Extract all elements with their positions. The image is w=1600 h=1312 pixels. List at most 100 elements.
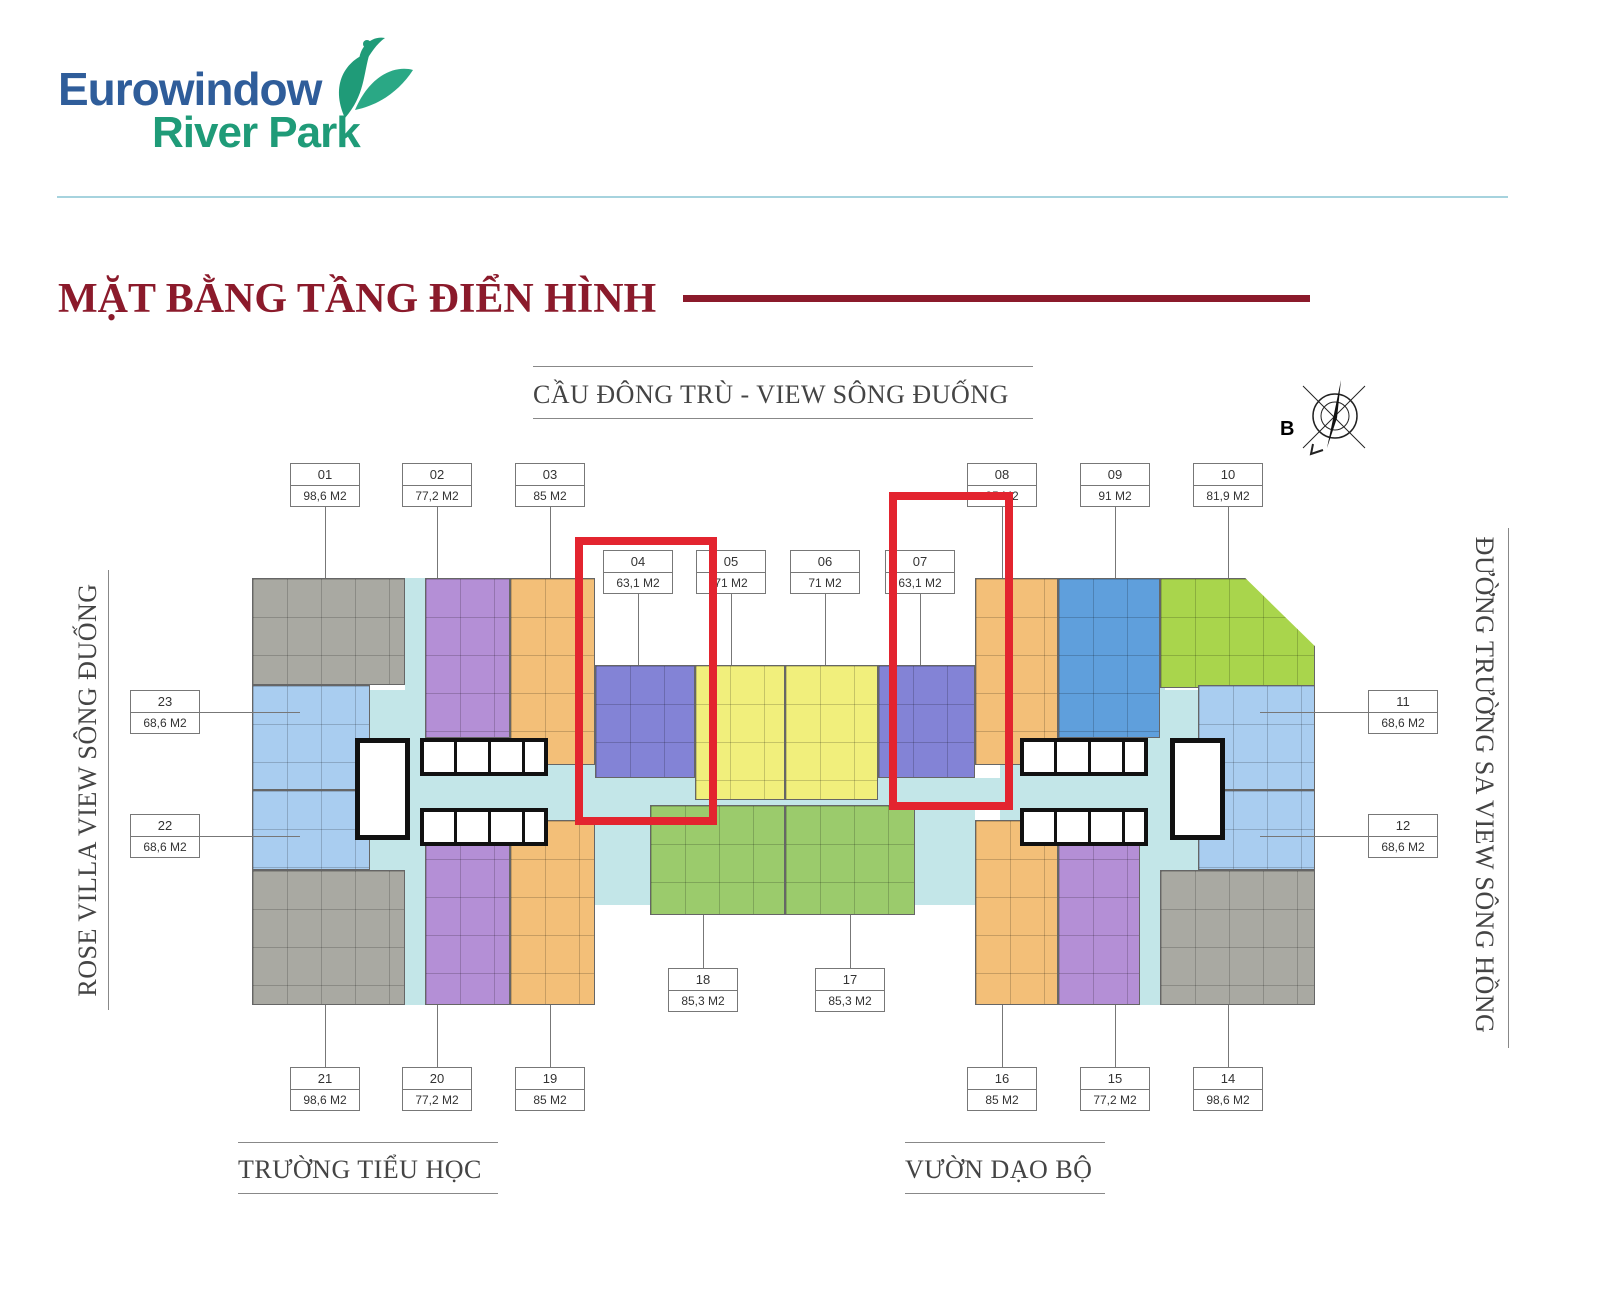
unit-area: 98,6 M2	[1194, 1089, 1262, 1111]
direction-right: ĐƯỜNG TRƯỜNG SA VIEW SÔNG HỒNG	[1470, 536, 1499, 1034]
unit-area: 68,6 M2	[131, 836, 199, 858]
unit-number: 10	[1220, 467, 1236, 482]
unit-label-20[interactable]: 20 77,2 M2	[402, 1067, 472, 1111]
unit-number: 14	[1220, 1071, 1236, 1086]
direction-bottom-left: TRƯỜNG TIỂU HỌC	[238, 1155, 482, 1184]
unit-number: 19	[542, 1071, 558, 1086]
unit-area: 68,6 M2	[131, 712, 199, 734]
unit-area: 71 M2	[791, 572, 859, 594]
stair-core	[1170, 738, 1225, 840]
unit-area: 68,6 M2	[1369, 836, 1437, 858]
unit-number: 16	[994, 1071, 1010, 1086]
leaf-logo-icon	[339, 37, 413, 118]
unit-block-16	[975, 820, 1058, 1005]
unit-label-21[interactable]: 21 98,6 M2	[290, 1067, 360, 1111]
leader-line	[920, 594, 921, 665]
compass-label: B	[1280, 418, 1295, 440]
elevator-bank	[420, 808, 548, 846]
unit-number: 06	[817, 554, 833, 569]
unit-label-01[interactable]: 01 98,6 M2	[290, 463, 360, 507]
unit-label-23[interactable]: 23 68,6 M2	[130, 690, 200, 734]
unit-area: 68,6 M2	[1369, 712, 1437, 734]
unit-label-03[interactable]: 03 85 M2	[515, 463, 585, 507]
unit-block-20	[425, 820, 510, 1005]
unit-block-22	[252, 790, 370, 870]
unit-label-06[interactable]: 06 71 M2	[790, 550, 860, 594]
leader-line	[731, 594, 732, 665]
unit-block-04	[595, 665, 695, 778]
divider	[533, 418, 1033, 419]
logo-river-park: River Park	[152, 108, 361, 157]
unit-label-05[interactable]: 05 71 M2	[696, 550, 766, 594]
divider	[238, 1193, 498, 1194]
elevator-bank	[420, 738, 548, 776]
unit-block-09	[1058, 578, 1160, 738]
unit-label-19[interactable]: 19 85 M2	[515, 1067, 585, 1111]
leader-line	[638, 594, 639, 665]
leader-line	[325, 507, 326, 578]
leader-line	[1002, 1005, 1003, 1067]
unit-area: 85 M2	[516, 1089, 584, 1111]
unit-number: 20	[429, 1071, 445, 1086]
highlight-box-unit-07	[889, 492, 1013, 810]
leader-line	[437, 507, 438, 578]
leader-line	[437, 1005, 438, 1067]
leader-line	[1115, 1005, 1116, 1067]
unit-block-15	[1058, 820, 1140, 1005]
leader-line	[1115, 507, 1116, 578]
unit-area: 98,6 M2	[291, 1089, 359, 1111]
unit-block-14	[1160, 870, 1315, 1005]
divider	[533, 366, 1033, 367]
compass-north-arrow-icon	[1302, 380, 1366, 456]
unit-number: 23	[157, 694, 173, 709]
unit-block-17	[785, 805, 915, 915]
unit-area: 71 M2	[697, 572, 765, 594]
page-title: MẶT BẰNG TẦNG ĐIỂN HÌNH	[58, 276, 657, 322]
leader-line	[850, 915, 851, 968]
unit-area: 85 M2	[516, 485, 584, 507]
divider	[108, 570, 109, 1010]
unit-number: 03	[542, 467, 558, 482]
leader-line	[1260, 836, 1368, 837]
unit-number: 05	[723, 554, 739, 569]
unit-number: 09	[1107, 467, 1123, 482]
unit-block-01	[252, 578, 405, 685]
unit-area: 63,1 M2	[604, 572, 672, 594]
divider	[905, 1193, 1105, 1194]
logo-eurowindow: Eurowindow	[58, 63, 322, 115]
unit-block-19	[510, 820, 595, 1005]
direction-left: ROSE VILLA VIEW SÔNG ĐUỐNG	[73, 583, 102, 997]
unit-block-23	[252, 685, 370, 790]
unit-area: 77,2 M2	[403, 1089, 471, 1111]
unit-block-08	[975, 578, 1058, 765]
divider	[905, 1142, 1105, 1143]
leader-line	[1002, 507, 1003, 578]
direction-bottom-right: VƯỜN DẠO BỘ	[905, 1155, 1093, 1184]
unit-label-14[interactable]: 14 98,6 M2	[1193, 1067, 1263, 1111]
leader-line	[325, 1005, 326, 1067]
unit-number: 01	[317, 467, 333, 482]
title-underline	[683, 295, 1310, 302]
leader-line	[200, 712, 300, 713]
divider	[1508, 528, 1509, 1048]
unit-number: 15	[1107, 1071, 1123, 1086]
unit-area: 63,1 M2	[886, 572, 954, 594]
unit-number: 21	[317, 1071, 333, 1086]
unit-area: 98,6 M2	[291, 485, 359, 507]
leader-line	[550, 507, 551, 578]
unit-block-02	[425, 578, 510, 738]
highlight-box-unit-04	[575, 537, 717, 825]
unit-area: 85,3 M2	[816, 990, 884, 1012]
leader-line	[1260, 712, 1368, 713]
